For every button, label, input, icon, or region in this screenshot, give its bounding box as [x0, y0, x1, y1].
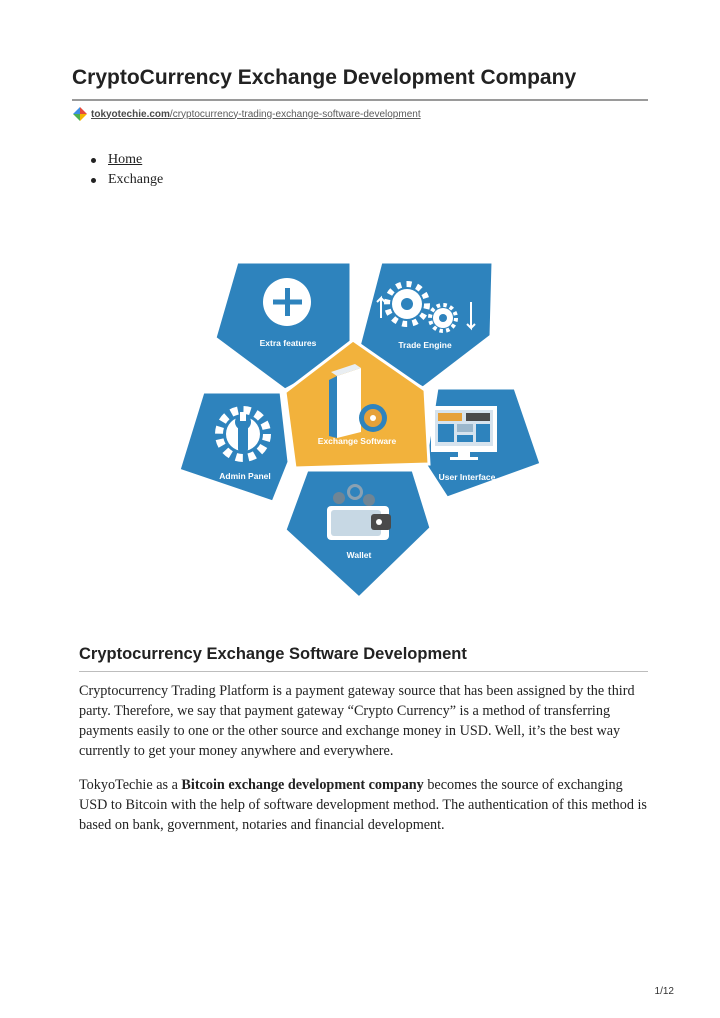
monitor-icon [431, 406, 497, 460]
source-url[interactable]: tokyotechie.com/cryptocurrency-trading-e… [72, 106, 421, 122]
wallet-icon [327, 484, 391, 540]
gears-icon [376, 281, 476, 333]
article-heading: Cryptocurrency Exchange Software Develop… [79, 645, 467, 663]
source-domain-link[interactable]: tokyotechie.com [91, 108, 170, 120]
page-number: 1/12 [654, 986, 674, 997]
segment-label-user-interface: User Interface [439, 472, 496, 482]
segment-label-extra-features: Extra features [260, 338, 317, 348]
wrench-gear-icon [215, 406, 271, 462]
site-logo-icon [73, 107, 87, 121]
exchange-software-diagram: Extra features Trade Engine Admin Panel [177, 260, 543, 601]
segment-admin-panel: Admin Panel [177, 390, 291, 504]
article-paragraph-1: Cryptocurrency Trading Platform is a pay… [79, 683, 635, 759]
breadcrumb-item-exchange: Exchange [90, 170, 163, 190]
breadcrumb-home-link[interactable]: Home [108, 152, 143, 167]
section-divider [79, 671, 648, 672]
breadcrumb-item-home: Home [90, 150, 163, 170]
segment-wallet: Wallet [283, 468, 433, 601]
source-path-link[interactable]: /cryptocurrency-trading-exchange-softwar… [169, 108, 421, 120]
paragraph-2-bold-phrase: Bitcoin exchange development company [181, 777, 424, 793]
segment-trade-engine: Trade Engine [355, 260, 495, 390]
article-paragraph-2: TokyoTechie as a Bitcoin exchange develo… [79, 775, 649, 835]
segment-label-exchange-software: Exchange Software [318, 436, 397, 446]
title-divider [72, 99, 648, 101]
segment-label-trade-engine: Trade Engine [398, 340, 452, 350]
segment-exchange-software-center: Exchange Software [283, 338, 431, 470]
software-box-icon [329, 364, 387, 438]
paragraph-2-intro: TokyoTechie as a [79, 777, 182, 793]
segment-label-wallet: Wallet [347, 550, 372, 560]
segment-label-admin-panel: Admin Panel [219, 471, 270, 481]
breadcrumb: Home Exchange [90, 150, 163, 190]
page-title: CryptoCurrency Exchange Development Comp… [72, 66, 577, 89]
paragraph-2-rest: becomes the source of exchanging USD to … [79, 777, 647, 833]
segment-user-interface: User Interface [423, 386, 543, 500]
